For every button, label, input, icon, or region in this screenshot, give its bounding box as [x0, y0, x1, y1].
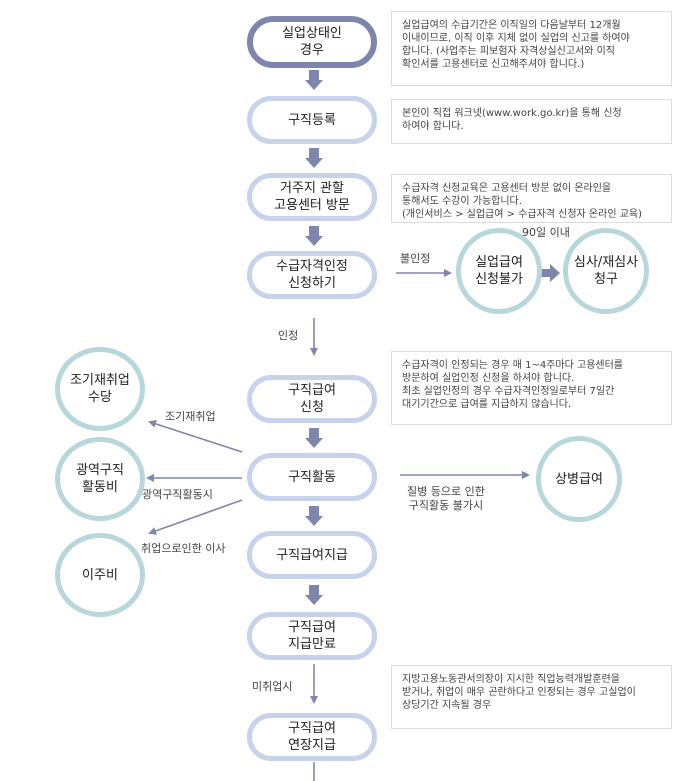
step-arrow: [305, 70, 323, 90]
step-visit-center: 거주지 관할 고용센터 방문: [247, 173, 377, 221]
note-visit: 수급자격 신청교육은 고용센터 방문 없이 온라인을 통해서도 수강이 가능합니…: [391, 174, 672, 223]
step-arrow: [305, 506, 323, 526]
label-early-reemployment: 조기재취업: [165, 410, 216, 423]
note-registration: 본인이 직접 워크넷(www.work.go.kr)을 통해 신청 하여야 합니…: [391, 99, 672, 144]
step-unemployed: 실업상태인 경우: [247, 16, 377, 68]
label-moving: 취업으로인한 이사: [141, 542, 226, 555]
step-arrow: [305, 428, 323, 448]
label-wide-job-seeking: 광역구직활동시: [142, 488, 213, 501]
label-sickness: 질병 등으로 인한 구직활동 불가시: [407, 485, 485, 512]
label-90-days: 90일 이내: [522, 226, 570, 239]
step-arrow: [305, 226, 323, 246]
label-unemployed: 미취업시: [252, 680, 293, 693]
moving-arrow: [148, 499, 243, 535]
note-unemployed: 실업급여의 수급기간은 이직일의 다음날부터 12개월 이내이므로, 이직 이후…: [391, 11, 672, 86]
circle-wide-job-seeking: 광역구직 활동비: [55, 437, 145, 521]
step-arrow: [305, 148, 323, 168]
step-qualification-request: 수급자격인정 신청하기: [247, 251, 377, 299]
step-benefit-payment: 구직급여지급: [247, 531, 377, 579]
label-approved: 인정: [278, 329, 299, 342]
appeal-arrow: [540, 264, 560, 282]
circle-sickness: 상병급여: [536, 436, 622, 522]
circle-early-reemployment: 조기재취업 수당: [55, 347, 145, 431]
circle-appeal: 심사/재심사 청구: [563, 228, 649, 314]
step-payment-end: 구직급여 지급만료: [247, 612, 377, 660]
step-job-seeking: 구직활동: [247, 453, 377, 501]
step-job-registration: 구직등록: [247, 96, 377, 144]
early-arrow: [148, 420, 243, 453]
step-arrows: [305, 70, 323, 605]
step-extended-payment: 구직급여 연장지급: [247, 713, 377, 761]
step-arrow: [305, 585, 323, 605]
circle-moving: 이주비: [55, 533, 145, 617]
step-benefit-application: 구직급여 신청: [247, 375, 377, 423]
note-extension: 지방고용노동관서의장이 지시한 직업능력개발훈련을 받거나, 취업이 매우 곤란…: [391, 665, 672, 729]
label-reject: 불인정: [400, 252, 431, 265]
circle-reject: 실업급여 신청불가: [456, 228, 542, 314]
note-application: 수급자격이 인정되는 경우 매 1~4주마다 고용센터를 방문하여 실업인정 신…: [391, 351, 672, 425]
